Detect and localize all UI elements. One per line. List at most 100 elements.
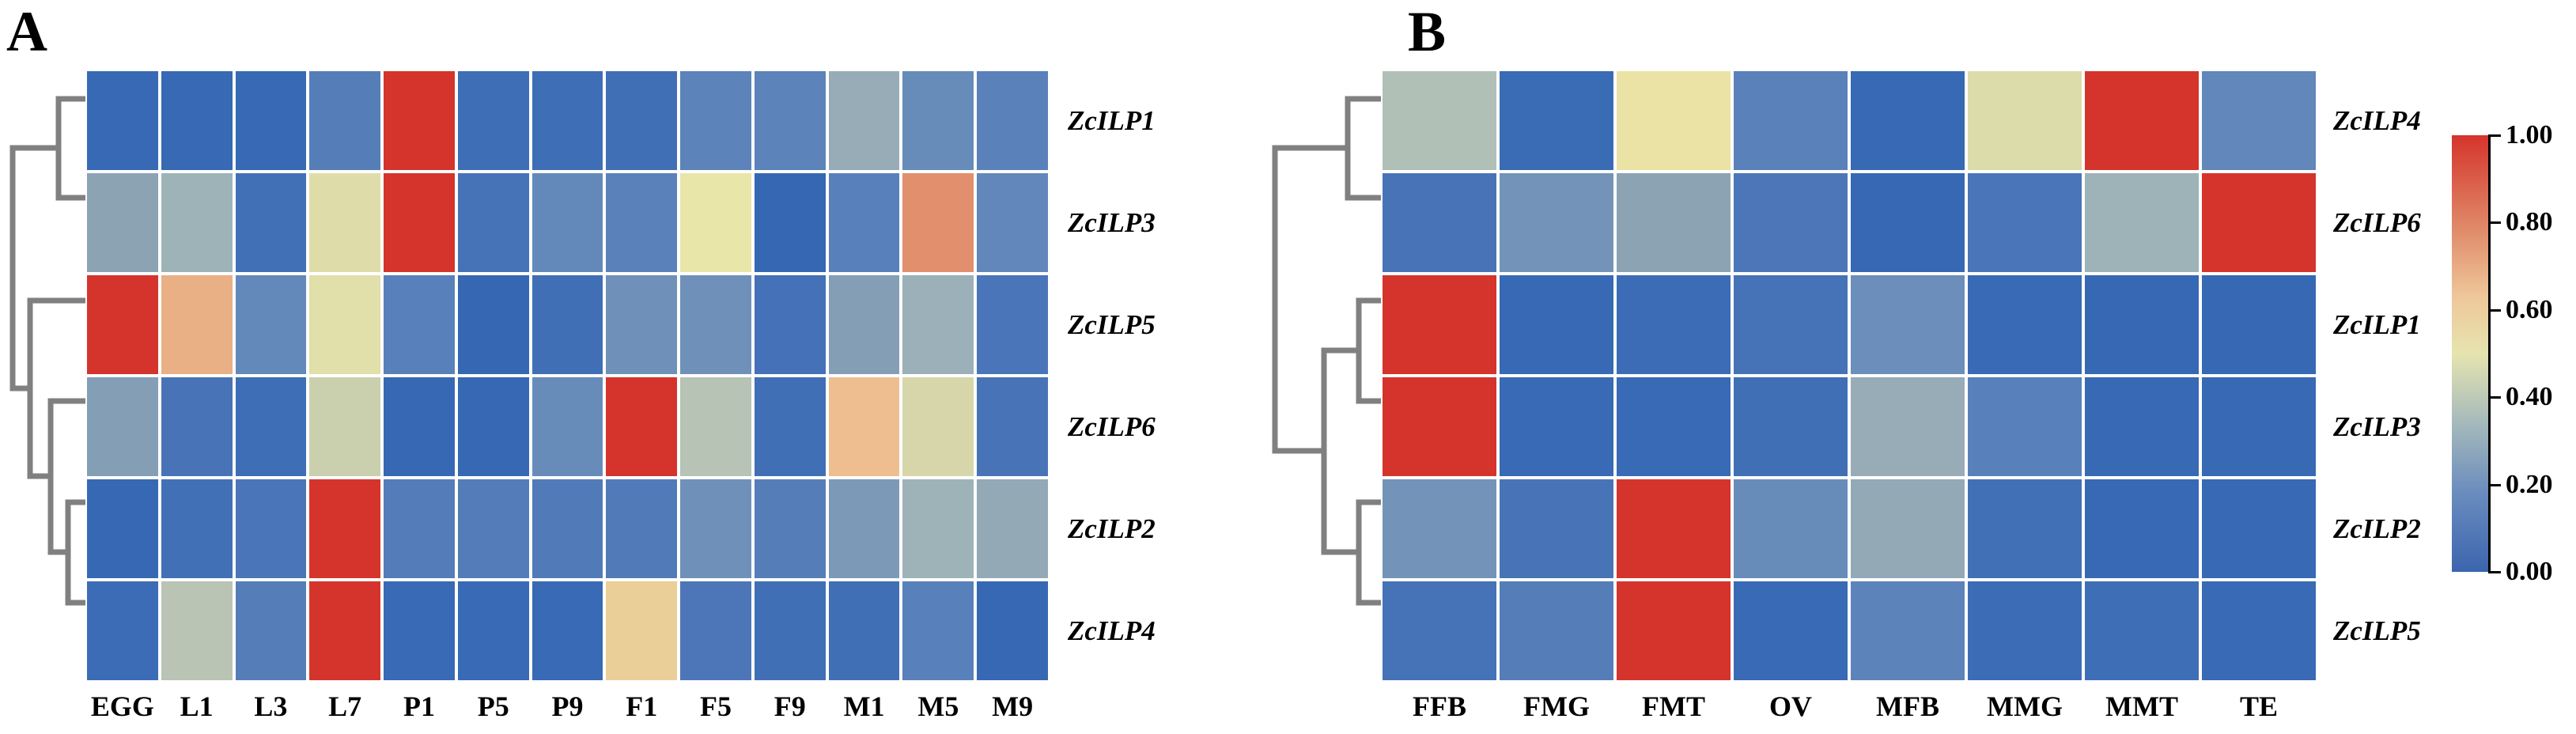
heatmap-cell (2085, 479, 2199, 578)
heatmap-cell (902, 581, 974, 680)
heatmap-cell (680, 377, 751, 476)
column-label-fmt: FMT (1642, 690, 1705, 722)
heatmap-cell (902, 275, 974, 374)
heatmap-cell (2085, 377, 2199, 476)
heatmap-cell (384, 173, 455, 272)
heatmap-cell (87, 173, 158, 272)
heatmap-cell (235, 377, 307, 476)
colorbar-tick-label: 0.00 (2506, 557, 2553, 586)
row-label-zcilp3: ZcILP3 (1068, 206, 1156, 238)
heatmap-cell (1968, 377, 2082, 476)
heatmap-cell (1617, 377, 1731, 476)
heatmap-cell (457, 581, 529, 680)
column-label-mfb: MFB (1876, 690, 1939, 722)
heatmap-cell (1968, 173, 2082, 272)
heatmap-cell (384, 71, 455, 170)
heatmap-cell (1500, 173, 1613, 272)
heatmap-cell (754, 377, 826, 476)
colorbar-tick-mark (2488, 483, 2501, 486)
panel-a-dendrogram (6, 71, 85, 680)
heatmap-cell (1734, 377, 1848, 476)
heatmap-cell (606, 275, 678, 374)
heatmap-cell (2085, 275, 2199, 374)
heatmap-cell (977, 377, 1048, 476)
colorbar-gradient (2452, 135, 2488, 572)
heatmap-cell (1851, 581, 1965, 680)
column-label-l3: L3 (254, 690, 288, 722)
heatmap-cell (1734, 275, 1848, 374)
heatmap-cell (828, 275, 900, 374)
heatmap-cell (1968, 71, 2082, 170)
row-label-zcilp5: ZcILP5 (1068, 308, 1156, 340)
colorbar-tick-label: 0.80 (2506, 207, 2553, 237)
heatmap-cell (1500, 377, 1613, 476)
heatmap-cell (1617, 275, 1731, 374)
heatmap-cell (457, 275, 529, 374)
heatmap-cell (531, 275, 603, 374)
heatmap-cell (2085, 581, 2199, 680)
column-label-f9: F9 (774, 690, 806, 722)
panel-a-dendrogram-svg (9, 96, 85, 606)
heatmap-cell (2202, 479, 2316, 578)
row-label-zcilp6: ZcILP6 (1068, 411, 1156, 442)
row-label-zcilp2: ZcILP2 (1068, 513, 1156, 544)
heatmap-cell (606, 479, 678, 578)
heatmap-cell (1617, 71, 1731, 170)
heatmap-cell (161, 71, 233, 170)
row-label-zcilp3: ZcILP3 (2333, 411, 2421, 442)
heatmap-cell (1383, 173, 1496, 272)
heatmap-cell (754, 581, 826, 680)
heatmap-cell (161, 275, 233, 374)
heatmap-cell (309, 479, 381, 578)
heatmap-cell (977, 479, 1048, 578)
column-label-p1: P1 (403, 690, 435, 722)
colorbar-tick-mark (2488, 396, 2501, 399)
heatmap-cell (1383, 275, 1496, 374)
heatmap-cell (457, 71, 529, 170)
heatmap-cell (902, 71, 974, 170)
heatmap-cell (457, 377, 529, 476)
heatmap-cell (1617, 479, 1731, 578)
heatmap-cell (2085, 173, 2199, 272)
column-label-egg: EGG (90, 690, 154, 722)
column-label-l7: L7 (328, 690, 362, 722)
heatmap-cell (235, 581, 307, 680)
heatmap-cell (606, 377, 678, 476)
heatmap-cell (754, 71, 826, 170)
heatmap-cell (87, 377, 158, 476)
heatmap-cell (1383, 479, 1496, 578)
heatmap-cell (531, 71, 603, 170)
row-label-zcilp1: ZcILP1 (2333, 308, 2421, 340)
heatmap-cell (1851, 479, 1965, 578)
heatmap-cell (1383, 71, 1496, 170)
heatmap-cell (828, 377, 900, 476)
panel-b-dendrogram-svg (1272, 96, 1381, 606)
heatmap-cell (235, 71, 307, 170)
column-label-te: TE (2239, 690, 2279, 722)
heatmap-cell (384, 377, 455, 476)
heatmap-cell (1617, 173, 1731, 272)
heatmap-cell (680, 479, 751, 578)
row-label-zcilp1: ZcILP1 (1068, 104, 1156, 136)
heatmap-cell (754, 479, 826, 578)
heatmap-cell (902, 377, 974, 476)
heatmap-cell (1734, 479, 1848, 578)
heatmap-cell (977, 275, 1048, 374)
heatmap-cell (902, 173, 974, 272)
row-label-zcilp4: ZcILP4 (1068, 615, 1156, 646)
heatmap-cell (235, 275, 307, 374)
heatmap-cell (680, 71, 751, 170)
heatmap-cell (902, 479, 974, 578)
heatmap-cell (531, 377, 603, 476)
column-label-l1: L1 (180, 690, 214, 722)
heatmap-cell (531, 581, 603, 680)
heatmap-cell (1617, 581, 1731, 680)
heatmap-cell (309, 71, 381, 170)
heatmap-cell (1734, 71, 1848, 170)
heatmap-cell (161, 377, 233, 476)
column-label-fmg: FMG (1523, 690, 1590, 722)
heatmap-cell (1500, 71, 1613, 170)
